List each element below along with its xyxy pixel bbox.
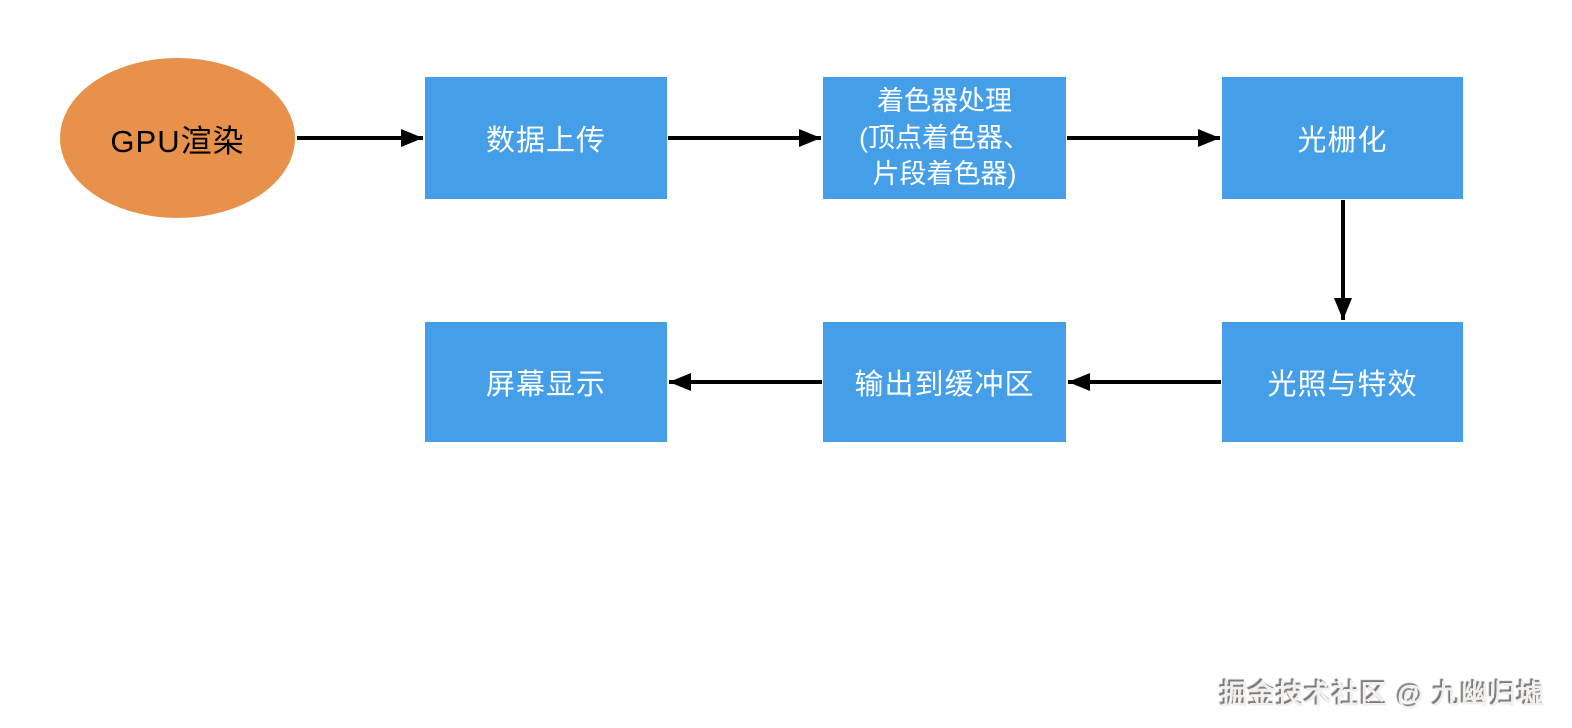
node-rasterization: 光栅化 <box>1222 77 1463 199</box>
node-gpu-render-label: GPU渲染 <box>110 123 245 159</box>
node-gpu-render: GPU渲染 <box>60 58 295 218</box>
node-output-buffer: 输出到缓冲区 <box>823 322 1066 442</box>
node-output-buffer-label: 输出到缓冲区 <box>854 369 1035 401</box>
node-screen-display: 屏幕显示 <box>425 322 667 442</box>
node-screen-display-label: 屏幕显示 <box>485 369 606 401</box>
node-shader-processing: 着色器处理 (顶点着色器、 片段着色器) <box>823 77 1066 199</box>
node-data-upload-label: 数据上传 <box>485 125 606 157</box>
node-lighting-effects-label: 光照与特效 <box>1267 369 1418 401</box>
node-data-upload: 数据上传 <box>425 77 667 199</box>
watermark-text: 掘金技术社区 @ 九幽归墟 <box>1220 680 1545 710</box>
node-lighting-effects: 光照与特效 <box>1222 322 1463 442</box>
node-rasterization-label: 光栅化 <box>1297 125 1388 157</box>
node-shader-processing-label: 着色器处理 (顶点着色器、 片段着色器) <box>859 86 1030 190</box>
